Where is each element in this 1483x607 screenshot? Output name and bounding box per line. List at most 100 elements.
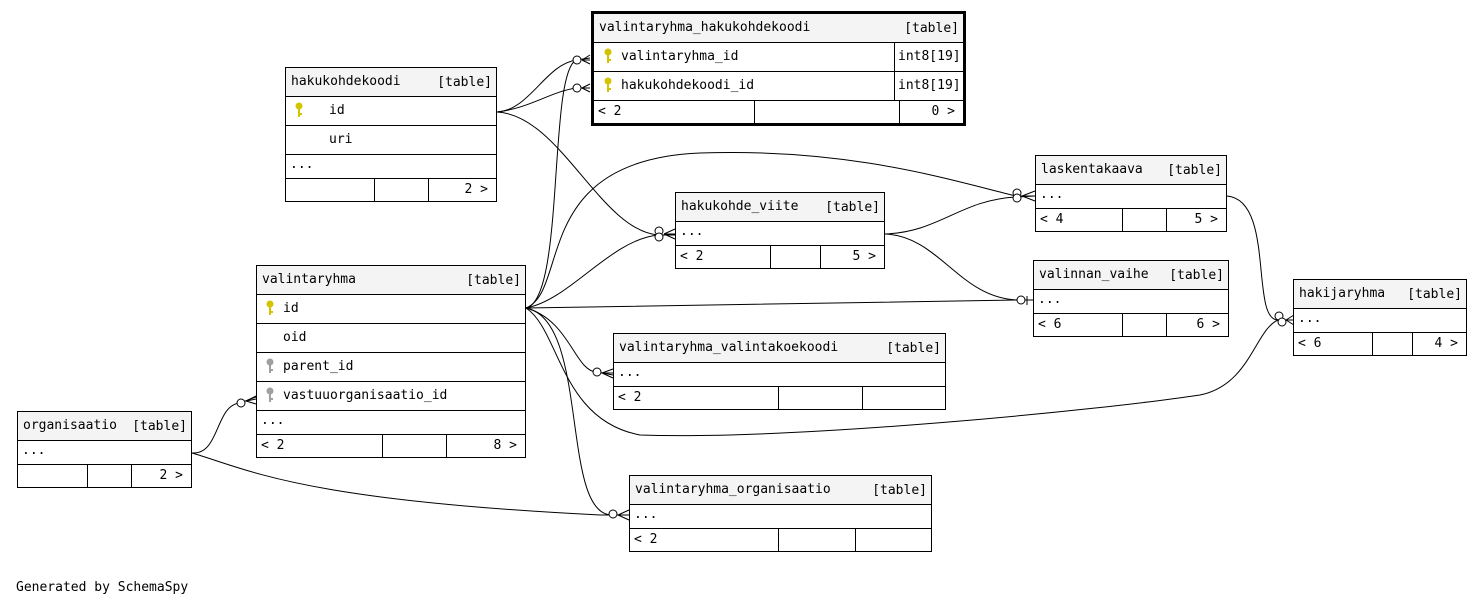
table-name[interactable]: valintaryhma_valintakoekoodi bbox=[619, 340, 839, 355]
table-kind: [table] bbox=[1167, 163, 1222, 178]
table-name[interactable]: valintaryhma_hakukohdekoodi bbox=[599, 20, 811, 35]
edge-organisaatio-vo bbox=[191, 452, 629, 516]
primary-key-icon bbox=[295, 102, 303, 117]
table-organisaatio[interactable]: organisaatio [table] ... 2 > bbox=[17, 411, 192, 488]
ellipsis: ... bbox=[618, 365, 642, 380]
more-columns[interactable]: ... bbox=[18, 441, 191, 465]
edge-valintaryhma-hakijaryhma bbox=[525, 307, 1294, 437]
empty-cell bbox=[1122, 314, 1166, 336]
column-name: oid bbox=[283, 330, 307, 345]
children-count: 5 > bbox=[852, 249, 876, 264]
children-cell[interactable]: 8 > bbox=[446, 435, 525, 457]
more-columns[interactable]: ... bbox=[676, 222, 884, 246]
column-type: int8[19] bbox=[894, 43, 963, 71]
parents-cell bbox=[18, 465, 87, 487]
table-name[interactable]: laskentakaava bbox=[1041, 162, 1143, 177]
edge-hakukohdekoodi-viite bbox=[496, 111, 675, 236]
parents-cell[interactable]: < 2 bbox=[676, 246, 770, 268]
table-valinnan-vaihe[interactable]: valinnan_vaihe [table] ... < 6 6 > bbox=[1033, 260, 1229, 337]
table-valintaryhma-organisaatio[interactable]: valintaryhma_organisaatio [table] ... < … bbox=[629, 475, 932, 552]
table-name[interactable]: valintaryhma bbox=[262, 272, 356, 287]
parents-count: < 2 bbox=[680, 249, 704, 264]
edge-markers bbox=[236, 55, 1287, 519]
column-name: id bbox=[329, 103, 345, 118]
children-cell[interactable]: 4 > bbox=[1412, 333, 1466, 355]
empty-cell bbox=[754, 101, 899, 123]
table-name[interactable]: hakukohde_viite bbox=[681, 199, 799, 214]
table-kind: [table] bbox=[825, 200, 880, 215]
parents-cell[interactable]: < 2 bbox=[630, 529, 778, 551]
children-cell bbox=[855, 529, 931, 551]
more-columns[interactable]: ... bbox=[1034, 290, 1228, 314]
crow-feet bbox=[245, 54, 1295, 521]
edge-valintaryhma-vo bbox=[525, 307, 629, 516]
ellipsis: ... bbox=[290, 157, 314, 172]
table-kind: [table] bbox=[886, 341, 941, 356]
table-footer: < 2 8 > bbox=[257, 435, 525, 457]
children-count: 4 > bbox=[1434, 336, 1458, 351]
more-columns[interactable]: ... bbox=[1294, 309, 1466, 333]
column-row[interactable]: oid bbox=[257, 324, 525, 353]
table-name[interactable]: organisaatio bbox=[23, 418, 117, 433]
parents-count: < 6 bbox=[1298, 336, 1322, 351]
table-hakukohdekoodi[interactable]: hakukohdekoodi [table] id uri ... 2 > bbox=[285, 67, 497, 202]
table-header: organisaatio [table] bbox=[18, 412, 191, 441]
more-columns[interactable]: ... bbox=[614, 363, 945, 387]
children-cell[interactable]: 0 > bbox=[899, 101, 963, 123]
children-cell[interactable]: 5 > bbox=[1166, 209, 1226, 231]
table-footer: < 6 6 > bbox=[1034, 314, 1228, 336]
empty-cell bbox=[770, 246, 820, 268]
table-laskentakaava[interactable]: laskentakaava [table] ... < 4 5 > bbox=[1035, 155, 1227, 232]
edge-organisaatio-valintaryhma bbox=[191, 396, 257, 454]
table-hakukohde-viite[interactable]: hakukohde_viite [table] ... < 2 5 > bbox=[675, 192, 885, 269]
more-columns[interactable]: ... bbox=[630, 505, 931, 529]
parents-count: < 2 bbox=[598, 104, 622, 119]
children-cell[interactable]: 6 > bbox=[1166, 314, 1228, 336]
table-valintaryhma-valintakoekoodi[interactable]: valintaryhma_valintakoekoodi [table] ...… bbox=[613, 333, 946, 410]
parents-cell[interactable]: < 6 bbox=[1034, 314, 1122, 336]
more-columns[interactable]: ... bbox=[257, 411, 525, 435]
table-header: valinnan_vaihe [table] bbox=[1034, 261, 1228, 290]
table-header: hakukohdekoodi [table] bbox=[286, 68, 496, 97]
children-cell[interactable]: 2 > bbox=[131, 465, 191, 487]
children-count: 5 > bbox=[1194, 212, 1218, 227]
column-row[interactable]: parent_id bbox=[257, 353, 525, 382]
table-name[interactable]: hakukohdekoodi bbox=[291, 74, 401, 89]
column-row[interactable]: valintaryhma_id int8[19] bbox=[594, 43, 963, 72]
table-name[interactable]: valintaryhma_organisaatio bbox=[635, 482, 831, 497]
edge-valintaryhma-laskentakaava bbox=[525, 152, 1035, 309]
parents-count: < 2 bbox=[261, 438, 285, 453]
table-footer: < 2 bbox=[614, 387, 945, 409]
table-valintaryhma-hakukohdekoodi[interactable]: valintaryhma_hakukohdekoodi [table] vali… bbox=[591, 11, 966, 126]
parents-cell[interactable]: < 4 bbox=[1036, 209, 1122, 231]
more-columns[interactable]: ... bbox=[1036, 185, 1226, 209]
table-name[interactable]: valinnan_vaihe bbox=[1039, 267, 1149, 282]
children-cell[interactable]: 5 > bbox=[820, 246, 884, 268]
more-columns[interactable]: ... bbox=[286, 155, 496, 179]
table-hakijaryhma[interactable]: hakijaryhma [table] ... < 6 4 > bbox=[1293, 279, 1467, 356]
column-row[interactable]: uri bbox=[286, 126, 496, 155]
parents-cell[interactable]: < 6 bbox=[1294, 333, 1372, 355]
column-row[interactable]: vastuuorganisaatio_id bbox=[257, 382, 525, 411]
edge-viite-vaihe bbox=[884, 233, 1034, 301]
column-row[interactable]: hakukohdekoodi_id int8[19] bbox=[594, 72, 963, 101]
table-header: hakijaryhma [table] bbox=[1294, 280, 1466, 309]
foreign-key-icon bbox=[266, 387, 274, 402]
primary-key-icon bbox=[604, 48, 612, 63]
ellipsis: ... bbox=[634, 507, 658, 522]
parents-cell[interactable]: < 2 bbox=[614, 387, 778, 409]
parents-cell[interactable]: < 2 bbox=[257, 435, 382, 457]
column-row[interactable]: id bbox=[257, 295, 525, 324]
table-name[interactable]: hakijaryhma bbox=[1299, 286, 1386, 301]
column-row[interactable]: id bbox=[286, 97, 496, 126]
table-footer: 2 > bbox=[18, 465, 191, 487]
parents-cell[interactable]: < 2 bbox=[594, 101, 754, 123]
table-header: laskentakaava [table] bbox=[1036, 156, 1226, 185]
children-cell[interactable]: 2 > bbox=[428, 179, 496, 201]
children-count: 2 > bbox=[464, 182, 488, 197]
ellipsis: ... bbox=[680, 224, 704, 239]
table-footer: < 2 0 > bbox=[594, 101, 963, 123]
table-valintaryhma[interactable]: valintaryhma [table] id oid parent_id va… bbox=[256, 265, 526, 458]
